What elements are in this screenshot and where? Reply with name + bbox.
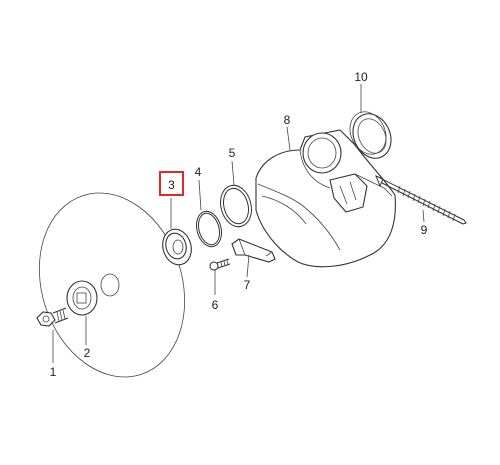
part-4-ring <box>196 210 222 248</box>
part-5-ring <box>220 184 252 228</box>
callout-3: 3 <box>168 178 175 192</box>
callout-6: 6 <box>212 298 219 312</box>
callout-labels: 1 2 3 4 5 6 7 8 9 10 <box>50 70 428 379</box>
callout-7: 7 <box>244 278 251 292</box>
callout-4: 4 <box>195 165 202 179</box>
callout-1: 1 <box>50 365 57 379</box>
part-7-lever <box>231 238 276 263</box>
part-1-bolt <box>36 307 69 327</box>
callout-3-highlight-box <box>159 171 184 196</box>
part-3-inner-flange <box>162 228 192 266</box>
callout-10: 10 <box>354 70 368 84</box>
part-10-collar <box>349 111 392 159</box>
leader-lines <box>52 84 425 363</box>
blade-disc <box>38 192 186 378</box>
part-9-long-bolt <box>375 175 467 225</box>
part-8-wheel-guard <box>255 129 396 268</box>
callout-5: 5 <box>229 146 236 160</box>
callout-8: 8 <box>284 113 291 127</box>
callout-9: 9 <box>421 223 428 237</box>
part-6-screw <box>209 258 231 271</box>
callout-2: 2 <box>84 346 91 360</box>
part-2-outer-flange <box>66 280 98 316</box>
